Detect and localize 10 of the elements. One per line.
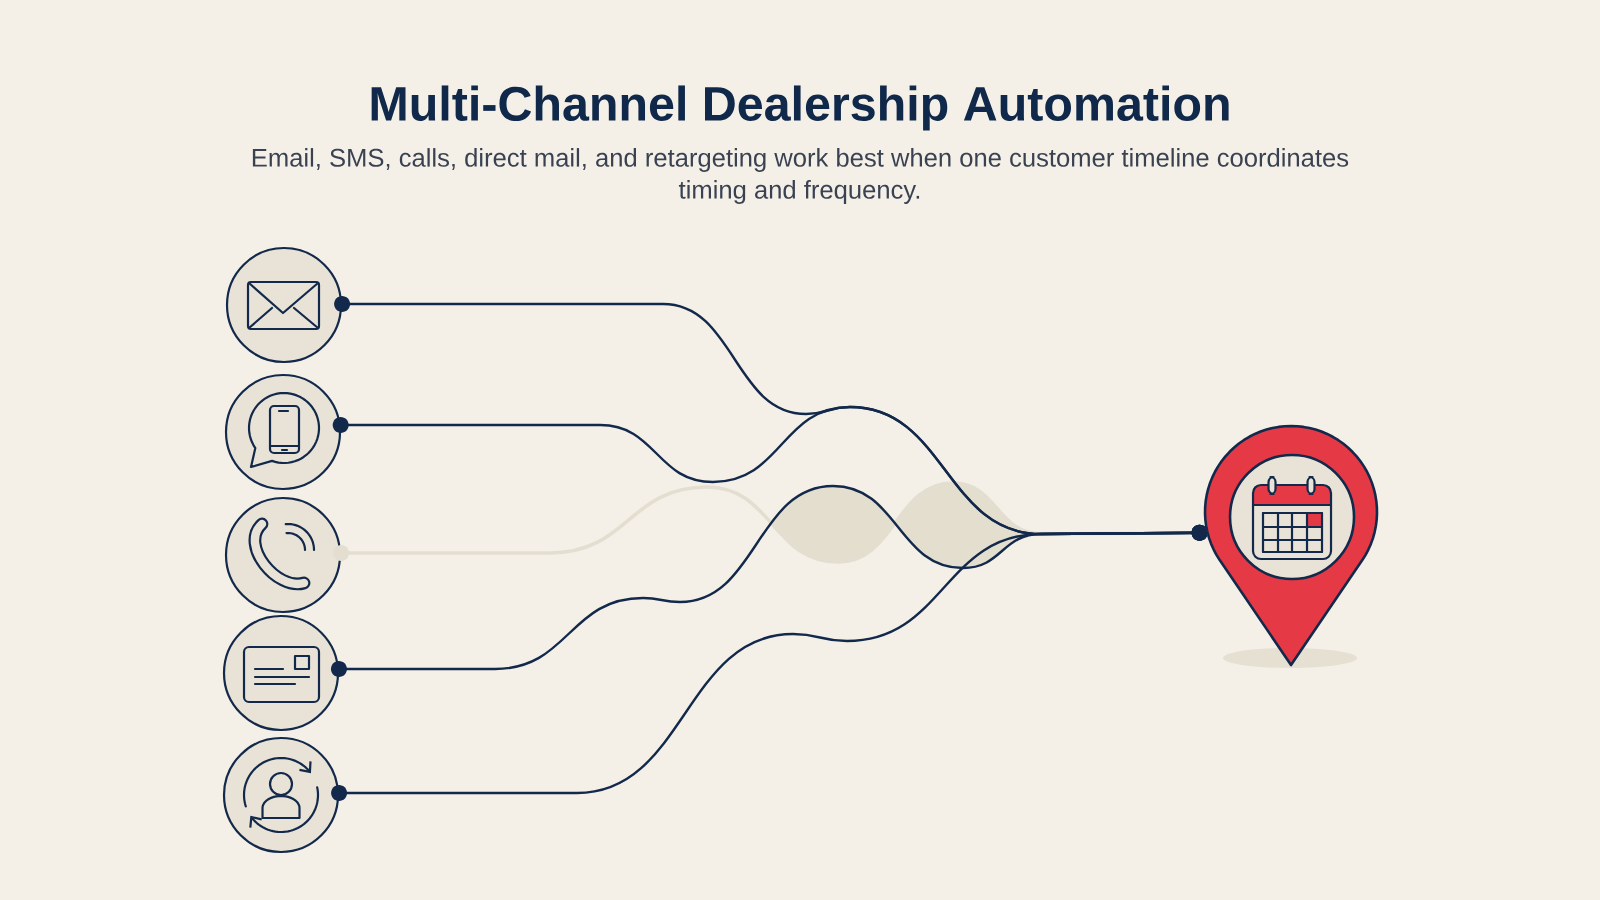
icon-circle: [222, 614, 340, 732]
icon-circle: [222, 736, 340, 854]
icon-circle: [224, 496, 342, 614]
icon-circle: [224, 373, 342, 491]
location-pin: [1203, 424, 1379, 667]
connector-line: [333, 481, 1208, 568]
icon-circle: [225, 246, 343, 364]
connector-line: [331, 524, 1208, 801]
subtitle: Email, SMS, calls, direct mail, and retargeting work best when one customer timeline coordinates timing and frequency.: [252, 148, 1349, 204]
title: Multi-Channel Dealership Automation: [371, 85, 1229, 131]
